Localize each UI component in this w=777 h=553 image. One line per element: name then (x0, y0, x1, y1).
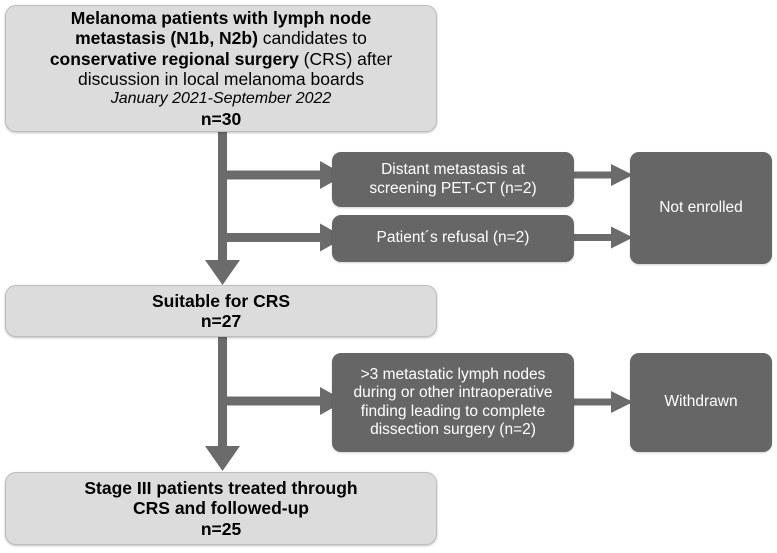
exclusion-patient-refusal-line1: Patient´s refusal (n=2) (376, 229, 530, 247)
treated-line2: CRS and followed-up (133, 498, 309, 519)
not-enrolled-label: Not enrolled (659, 198, 743, 216)
arrowhead-not-enrolled-1 (611, 164, 633, 186)
node-not-enrolled[interactable]: Not enrolled (630, 152, 772, 264)
enrollment-line2: metastasis (N1b, N2b) candidates to (16, 28, 426, 48)
node-exclusion-patient-refusal[interactable]: Patient´s refusal (n=2) (332, 215, 574, 262)
connector-trunk-upper (218, 132, 227, 264)
node-enrollment-text: Melanoma patients with lymph node metast… (6, 8, 436, 129)
connector-branch-distant-metastasis (222, 170, 327, 180)
enrollment-line4: discussion in local melanoma boards (78, 69, 364, 90)
connector-distant-metastasis-to-not-enrolled (573, 171, 616, 179)
enrollment-line3-rest: (CRS) after (298, 48, 393, 69)
connector-trunk-lower (218, 337, 227, 450)
exclusion-intraoperative-line2: during or other intraoperative (353, 384, 553, 402)
node-exclusion-distant-metastasis[interactable]: Distant metastasis at screening PET-CT (… (332, 152, 574, 207)
node-suitable-for-crs[interactable]: Suitable for CRS n=27 (5, 285, 437, 337)
connector-patient-refusal-to-not-enrolled (573, 234, 616, 241)
not-enrolled-text: Not enrolled (630, 199, 772, 217)
exclusion-intraoperative-line4: dissection surgery (n=2) (370, 420, 536, 438)
exclusion-distant-metastasis-text: Distant metastasis at screening PET-CT (… (332, 161, 574, 197)
connector-branch-intraoperative (222, 396, 327, 406)
treated-text: Stage III patients treated through CRS a… (6, 478, 436, 539)
exclusion-patient-refusal-text: Patient´s refusal (n=2) (332, 229, 574, 247)
arrowhead-not-enrolled-2 (611, 226, 633, 249)
arrowhead-to-suitable (205, 260, 240, 285)
exclusion-intraoperative-line3: finding leading to complete (360, 402, 546, 420)
arrowhead-to-treated (205, 446, 240, 471)
arrowhead-withdrawn (611, 391, 633, 413)
node-treated[interactable]: Stage III patients treated through CRS a… (5, 472, 437, 545)
enrollment-line3-bold: conservative regional surgery (49, 48, 299, 69)
exclusion-intraoperative-text: >3 metastatic lymph nodes during or othe… (332, 366, 574, 439)
node-enrollment[interactable]: Melanoma patients with lymph node metast… (5, 5, 437, 132)
treated-count: n=25 (200, 518, 242, 539)
suitable-title: Suitable for CRS (151, 290, 291, 311)
exclusion-distant-metastasis-line1: Distant metastasis at (381, 161, 525, 179)
node-exclusion-intraoperative[interactable]: >3 metastatic lymph nodes during or othe… (332, 353, 574, 452)
enrollment-count: n=30 (200, 108, 242, 129)
suitable-for-crs-text: Suitable for CRS n=27 (6, 291, 436, 332)
treated-line1: Stage III patients treated through (84, 477, 358, 498)
enrollment-line1: Melanoma patients with lymph node (70, 7, 372, 28)
enrollment-line3: conservative regional surgery (CRS) afte… (16, 49, 426, 69)
exclusion-intraoperative-line1: >3 metastatic lymph nodes (360, 366, 546, 384)
withdrawn-text: Withdrawn (630, 393, 772, 411)
enrollment-period: January 2021-September 2022 (110, 89, 332, 107)
exclusion-distant-metastasis-line2: screening PET-CT (n=2) (369, 179, 537, 197)
suitable-count: n=27 (200, 311, 242, 331)
enrollment-line2-rest: candidates to (257, 28, 367, 49)
withdrawn-label: Withdrawn (664, 393, 738, 411)
node-withdrawn[interactable]: Withdrawn (630, 353, 772, 452)
connector-intraoperative-to-withdrawn (573, 398, 616, 406)
enrollment-line2-bold: metastasis (N1b, N2b) (75, 28, 258, 49)
connector-branch-patient-refusal (222, 233, 327, 242)
